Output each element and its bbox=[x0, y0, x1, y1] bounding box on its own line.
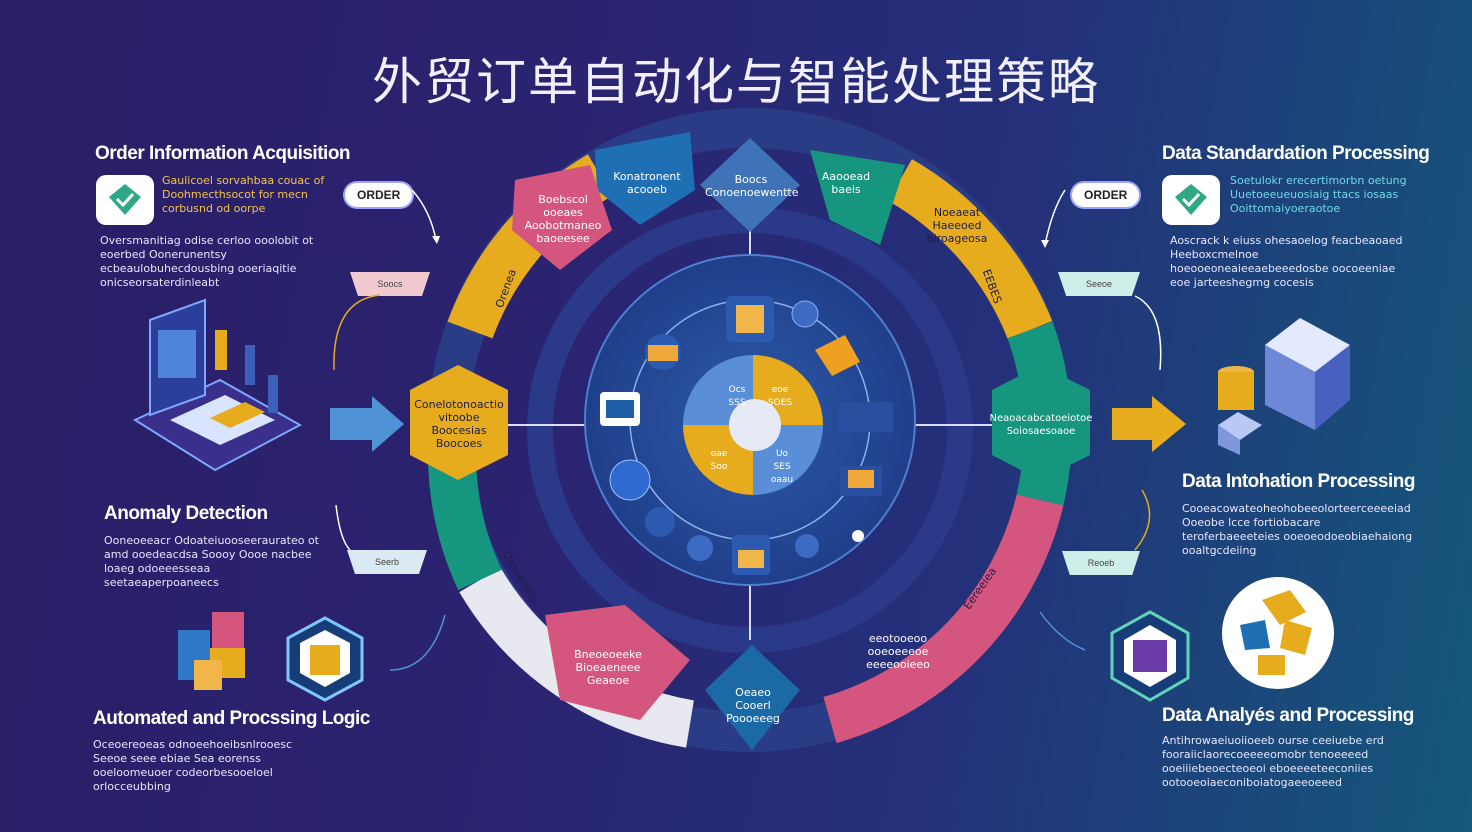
right-tag-bottom: Reoeb bbox=[1062, 551, 1140, 575]
order-pill-left[interactable]: ORDER bbox=[345, 183, 413, 207]
laptop-illustration bbox=[132, 298, 303, 472]
right-connector-mid bbox=[1134, 295, 1162, 371]
hex-box-left-icon bbox=[286, 616, 364, 702]
left-tag-top: Soocs bbox=[350, 272, 430, 296]
core-circle bbox=[584, 254, 916, 586]
left-connector-low bbox=[335, 504, 351, 551]
core-orbit bbox=[629, 299, 871, 541]
analysis-circle-icon bbox=[1222, 577, 1334, 689]
right-tag-top: Seeoe bbox=[1058, 272, 1140, 296]
shield-check-icon bbox=[1175, 184, 1207, 215]
top-shape-teal bbox=[810, 150, 905, 245]
left-connector-mid bbox=[333, 294, 381, 371]
standardization-body: Aoscrack k eiuss ohesaoelog feacbeaoaed … bbox=[1170, 234, 1403, 289]
left-tag-bottom: Seerb bbox=[347, 550, 427, 574]
page-title: 外贸订单自动化与智能处理策略 bbox=[372, 53, 1100, 111]
standardization-icon-tile bbox=[1162, 175, 1220, 225]
segment-label-11: Eereeiea bbox=[960, 565, 1000, 612]
integration-body: Cooeacowateoheohobeeolorteerceeeeiad Ooe… bbox=[1182, 502, 1413, 557]
ring-arc-yellow-right bbox=[887, 159, 1053, 340]
right-connector-top bbox=[1044, 189, 1066, 246]
ring-arc-teal-left bbox=[427, 449, 502, 591]
acquisition-icon-tile bbox=[96, 175, 154, 225]
segment-label-7: EEBES bbox=[979, 267, 1005, 306]
cubes-illustration bbox=[178, 612, 245, 690]
right-connector-low bbox=[1134, 489, 1151, 551]
analysis-body: Antihrowaeiuoiioeeb ourse ceeiuebe erd f… bbox=[1162, 734, 1384, 789]
anomaly-title: Anomaly Detection bbox=[104, 503, 268, 524]
integration-title: Data Intohation Processing bbox=[1182, 471, 1415, 492]
orbit-nodes bbox=[600, 296, 893, 575]
automated-body: Oceoereoeas odnoeehoeibsnlrooesc Seeoe s… bbox=[93, 738, 292, 793]
standardization-note: Soetulokr erecertimorbn oetung Uuetoeeue… bbox=[1230, 174, 1407, 215]
anomaly-body: Ooneoeeacr Odoateiuooseeraurateo ot amd … bbox=[104, 534, 319, 589]
left-arrow-icon bbox=[330, 396, 404, 452]
segment-label-6: Orenea bbox=[493, 267, 519, 310]
automated-title: Automated and Procssing Logic bbox=[93, 708, 370, 729]
order-pill-right[interactable]: ORDER bbox=[1072, 183, 1140, 207]
segment-label-12: Oruuemiio bbox=[500, 548, 540, 605]
analysis-title: Data Analyés and Processing bbox=[1162, 705, 1414, 726]
left-connector-top bbox=[411, 189, 437, 241]
hex-box-right-icon bbox=[1110, 610, 1190, 702]
acquisition-title: Order Information Acquisition bbox=[95, 143, 351, 164]
building-illustration bbox=[1218, 318, 1350, 455]
acquisition-note: Gaulicoel sorvahbaa couac of Doohmecthso… bbox=[162, 174, 325, 215]
right-arrow-icon bbox=[1112, 396, 1186, 452]
acquisition-body: Oversmanitiag odise cerloo ooolobit ot e… bbox=[100, 234, 314, 289]
inner-ring bbox=[527, 207, 973, 653]
left-connector-bottom bbox=[389, 614, 446, 671]
ring-arc-pink-right bbox=[823, 494, 1064, 744]
shield-check-icon bbox=[109, 184, 141, 215]
right-connector-bottom bbox=[1039, 611, 1086, 651]
standardization-title: Data Standardation Processing bbox=[1162, 143, 1430, 164]
